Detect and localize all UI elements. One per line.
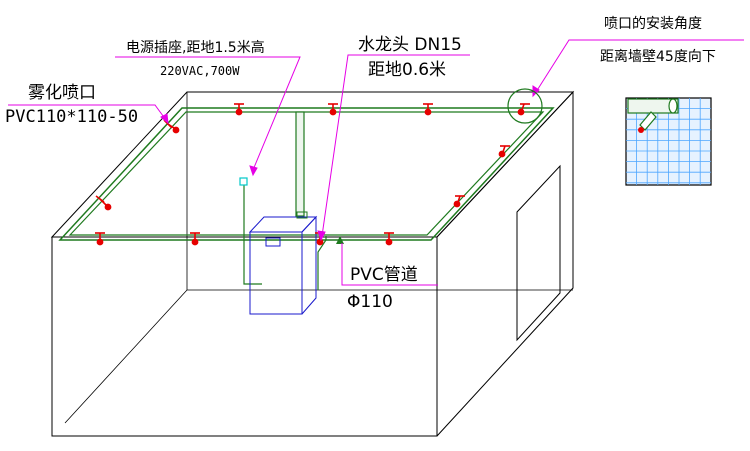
room-right-face: [436, 90, 574, 437]
leader-faucet-arrow: [317, 230, 326, 242]
pipe-down-to-faucet: [317, 236, 327, 290]
power-socket: [239, 177, 248, 186]
leader-socket-arrow: [249, 165, 258, 177]
detail-pipe: [627, 98, 679, 114]
label-faucet-height: 距地0.6米: [368, 60, 446, 80]
nozzle-corner-right: [517, 103, 530, 116]
label-angle-title: 喷口的安装角度: [604, 16, 702, 32]
leader-faucet: [321, 54, 470, 237]
nozzle-front-4: [384, 232, 394, 246]
pvc-pipe-loop: [58, 107, 555, 290]
cabinet-panel: [265, 237, 281, 247]
cabinet-top: [248, 216, 318, 233]
cabinet-side: [301, 215, 317, 315]
nozzle-top-2: [328, 103, 338, 116]
detail-pipe-end: [668, 98, 678, 114]
nozzle-right-side-1: [498, 145, 510, 158]
label-faucet-title: 水龙头 DN15: [358, 35, 462, 55]
label-angle-desc: 距离墙壁45度向下: [600, 48, 716, 65]
label-pvc-size: Φ110: [347, 292, 393, 312]
label-pvc-title: PVC管道: [350, 265, 418, 285]
pipe-ring-inner: [68, 111, 545, 236]
leader-pvc: [341, 243, 438, 286]
leader-nozzle: [8, 104, 167, 121]
socket-cable: [243, 184, 262, 285]
side-door: [516, 164, 561, 342]
room-hidden-edges: [64, 289, 573, 424]
nozzle-right-side-2: [453, 195, 465, 208]
corner-detail-circle: [507, 88, 543, 124]
nozzle-top-3: [423, 103, 433, 116]
nozzle-front-1: [95, 232, 105, 246]
label-socket-spec: 220VAC,700W: [160, 64, 240, 78]
cabinet-top-fitting: [296, 211, 308, 219]
nozzle-angle-detail: [625, 97, 712, 186]
nozzle-front-2: [190, 232, 200, 246]
room-outline: [50, 90, 575, 437]
detail-nozzle-tip: [638, 127, 644, 133]
cabinet-front: [249, 231, 303, 315]
leader-lines: [8, 39, 744, 286]
pump-cabinet: [248, 211, 318, 315]
nozzle-top-1: [234, 103, 244, 116]
leader-nozzle-arrow: [160, 113, 169, 125]
leader-socket: [115, 56, 301, 171]
nozzle-group: [95, 103, 530, 246]
leader-angle: [535, 39, 744, 93]
label-nozzle-title: 雾化喷口: [28, 83, 96, 103]
faucet-marker: [336, 236, 344, 244]
label-socket-title: 电源插座,距地1.5米高: [126, 39, 265, 56]
pipe-ring-outer: [58, 107, 555, 241]
nozzle-left-side: [95, 195, 112, 211]
label-nozzle-spec: PVC110*110-50: [5, 107, 138, 127]
pipe-cross-branch: [295, 111, 305, 217]
